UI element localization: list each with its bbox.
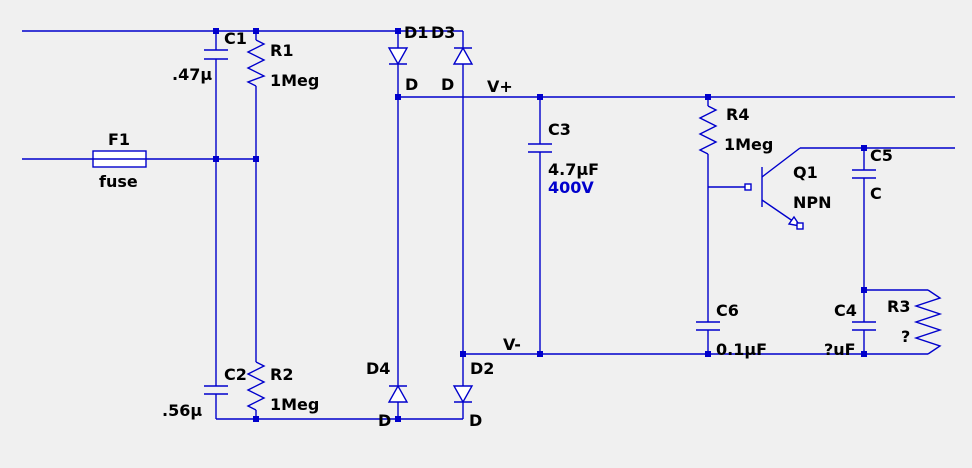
c1-name-label: C1 <box>224 29 247 48</box>
junction-dot <box>861 287 867 293</box>
d1-triangle <box>387 47 409 66</box>
d4-name-label: D4 <box>366 359 390 378</box>
c5-name-label: C5 <box>870 146 893 165</box>
junction-dot <box>537 351 543 357</box>
diode-d1[interactable]: D1 D <box>387 23 428 94</box>
c2-value-label: .56µ <box>162 401 202 420</box>
diode-d3[interactable]: D3 D <box>431 23 474 94</box>
d3-name-label: D3 <box>431 23 455 42</box>
junction-dot <box>213 156 219 162</box>
q1-name-label: Q1 <box>793 163 818 182</box>
transistor-q1[interactable]: Q1 NPN <box>744 147 832 230</box>
d3-value-label: D <box>441 75 454 94</box>
d1-value-label: D <box>405 75 418 94</box>
r1-zigzag <box>246 39 266 87</box>
c3-name-label: C3 <box>548 120 571 139</box>
c5-value-label: C <box>870 184 882 203</box>
d3-triangle <box>452 46 474 65</box>
capacitor-c3[interactable]: C3 4.7µF 400V <box>528 120 599 197</box>
r4-name-label: R4 <box>726 105 749 124</box>
q1-emitter-pin <box>796 222 804 230</box>
q1-value-label: NPN <box>793 193 832 212</box>
capacitor-c1[interactable]: C1 .47µ <box>172 29 247 84</box>
capacitor-c2[interactable]: C2 .56µ <box>162 365 247 420</box>
resistor-r3[interactable]: R3 ? <box>887 289 943 355</box>
d2-value-label: D <box>469 411 482 430</box>
q1-base-pin <box>744 183 752 191</box>
d2-triangle <box>452 385 474 404</box>
d4-triangle <box>387 384 409 403</box>
fuse-f1[interactable]: F1 fuse <box>92 130 147 191</box>
junction-dot <box>861 145 867 151</box>
diode-d2[interactable]: D2 D <box>452 359 494 430</box>
r3-name-label: R3 <box>887 297 910 316</box>
junction-dot <box>705 351 711 357</box>
d1-name-label: D1 <box>404 23 428 42</box>
q1-collector <box>761 147 801 178</box>
junction-dot <box>395 416 401 422</box>
c2-name-label: C2 <box>224 365 247 384</box>
r1-value-label: 1Meg <box>270 71 319 90</box>
c4-name-label: C4 <box>834 301 857 320</box>
f1-name-label: F1 <box>108 130 130 149</box>
junction-dot <box>705 94 711 100</box>
net-label-vplus: V+ <box>487 77 513 96</box>
junction-dot <box>213 28 219 34</box>
r4-zigzag <box>698 105 718 155</box>
capacitor-c4[interactable]: C4 ?uF <box>824 301 876 359</box>
r3-zigzag <box>913 289 943 355</box>
c3-value-label: 4.7µF <box>548 160 599 179</box>
f1-value-label: fuse <box>99 172 138 191</box>
resistor-r4[interactable]: R4 1Meg <box>698 105 773 155</box>
junction-dot <box>460 351 466 357</box>
capacitor-c5[interactable]: C5 C <box>852 146 893 203</box>
c6-name-label: C6 <box>716 301 739 320</box>
d2-name-label: D2 <box>470 359 494 378</box>
junction-dot <box>861 351 867 357</box>
capacitor-c6[interactable]: C6 0.1µF <box>696 301 767 359</box>
junctions <box>213 28 867 422</box>
r2-zigzag <box>246 361 266 411</box>
diode-d4[interactable]: D4 D <box>366 359 409 430</box>
r3-value-label: ? <box>901 327 910 346</box>
junction-dot <box>537 94 543 100</box>
junction-dot <box>395 94 401 100</box>
r1-name-label: R1 <box>270 41 293 60</box>
junction-dot <box>253 416 259 422</box>
junction-dot <box>395 28 401 34</box>
r4-value-label: 1Meg <box>724 135 773 154</box>
junction-dot <box>253 28 259 34</box>
c4-value-label: ?uF <box>824 340 856 359</box>
c1-value-label: .47µ <box>172 65 212 84</box>
net-label-vminus: V- <box>503 335 521 354</box>
d4-value-label: D <box>378 411 391 430</box>
r2-name-label: R2 <box>270 365 293 384</box>
resistor-r2[interactable]: R2 1Meg <box>246 361 319 414</box>
c3-rating-label: 400V <box>548 178 594 197</box>
c6-value-label: 0.1µF <box>716 340 767 359</box>
r2-value-label: 1Meg <box>270 395 319 414</box>
resistor-r1[interactable]: R1 1Meg <box>246 39 319 90</box>
junction-dot <box>253 156 259 162</box>
